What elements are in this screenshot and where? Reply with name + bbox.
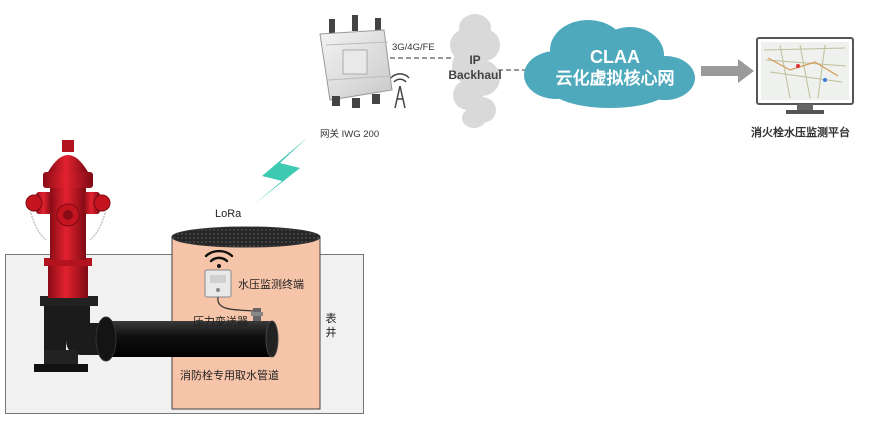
well-label: 表 井 <box>325 312 337 340</box>
well-label-char2: 井 <box>325 327 337 339</box>
uplink-label: 3G/4G/FE <box>392 42 435 53</box>
gateway-label: 网关 IWG 200 <box>320 129 380 140</box>
sensor-label: 压力变送器 <box>193 316 248 328</box>
well-label-char1: 表 <box>325 313 337 325</box>
core-cloud-line1: CLAA <box>590 47 640 67</box>
monitor-icon <box>756 37 854 114</box>
lora-label: LoRa <box>215 208 242 220</box>
backhaul-line1: IP <box>469 53 481 67</box>
fire-hydrant <box>25 140 117 372</box>
gateway-device <box>319 15 393 108</box>
backhaul-line2: Backhaul <box>448 68 502 82</box>
wifi-icon <box>204 249 234 268</box>
terminal-label: 水压监测终端 <box>238 279 304 291</box>
ip-backhaul-cloud <box>450 14 500 128</box>
arrow-to-platform <box>701 59 754 83</box>
pipe-label: 消防栓专用取水管道 <box>180 370 279 382</box>
water-pipe <box>110 321 272 357</box>
antenna-tower-icon <box>390 73 410 109</box>
platform-label: 消火栓水压监测平台 <box>751 127 850 139</box>
backhaul-label: IP Backhaul <box>440 53 510 83</box>
pressure-sensor <box>251 308 263 326</box>
claa-core-cloud <box>524 20 695 108</box>
core-cloud-label: CLAA 云化虚拟核心网 <box>540 46 690 90</box>
pipe-end <box>265 320 279 358</box>
core-cloud-line2: 云化虚拟核心网 <box>555 69 675 88</box>
sensor-cable <box>217 296 257 312</box>
pressure-terminal-device <box>204 269 232 298</box>
lora-lightning-icon <box>252 137 308 206</box>
